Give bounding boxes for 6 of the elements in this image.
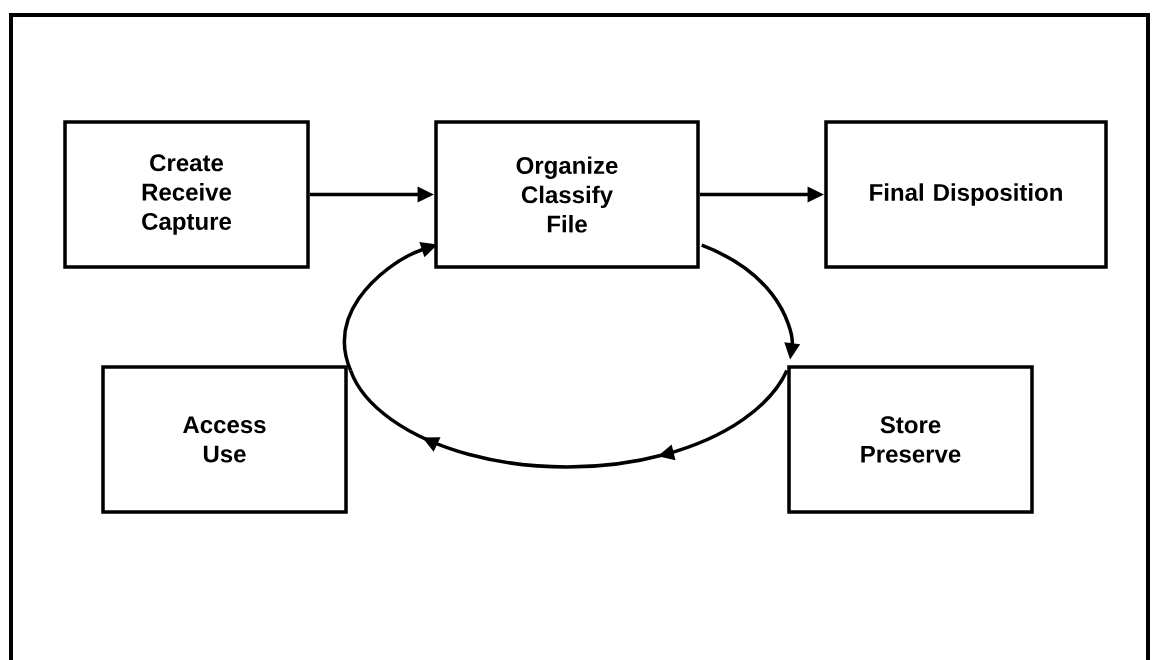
process-box: Store Preserve	[787, 365, 1034, 514]
process-box: Final Disposition	[824, 120, 1108, 269]
process-box: Create Receive Capture	[63, 120, 310, 269]
arrow	[349, 369, 789, 469]
process-box: Access Use	[101, 365, 348, 514]
process-box: Organize Classify File	[434, 120, 700, 269]
